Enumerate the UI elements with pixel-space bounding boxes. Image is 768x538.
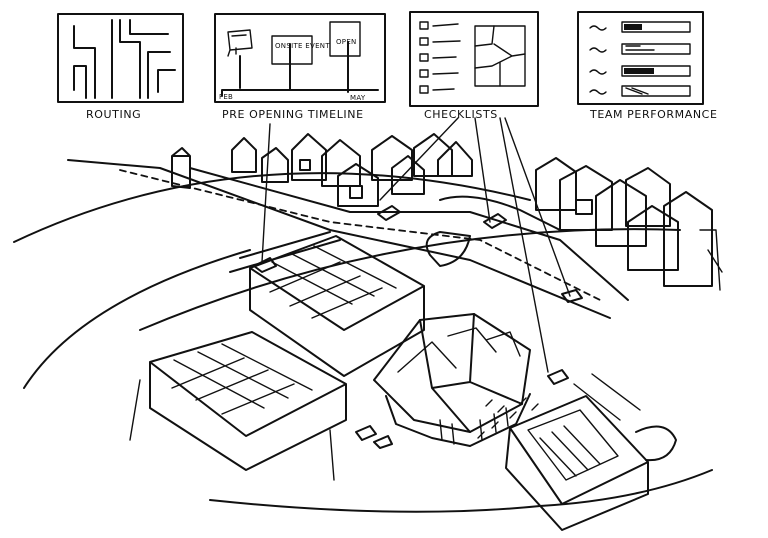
car (373, 435, 393, 449)
label-team-performance: TEAM PERFORMANCE (589, 108, 718, 121)
car (483, 213, 507, 229)
car (355, 425, 377, 441)
parking-lot-upper (249, 235, 425, 377)
checkbox-list (419, 21, 461, 94)
open-text: OPEN (336, 38, 357, 46)
performance-bars (589, 21, 691, 97)
central-building (373, 313, 531, 447)
parking-lot-lower (149, 331, 347, 471)
houses-east (535, 157, 723, 291)
pointer-lines (261, 117, 571, 373)
car (547, 369, 569, 385)
tower (171, 147, 191, 189)
onsite-event-sign (271, 35, 313, 65)
plaza-tables (477, 397, 539, 439)
panel-routing[interactable] (57, 13, 184, 103)
store-right (505, 373, 677, 531)
timeline-frame (214, 13, 386, 103)
timeline-baseline (221, 89, 379, 97)
open-sign (329, 21, 361, 57)
car (253, 257, 277, 273)
checklists-frame (409, 11, 539, 107)
routing-paths (73, 19, 176, 99)
truck-icon (227, 29, 253, 57)
routing-frame (57, 13, 184, 103)
team-frame (577, 11, 704, 105)
road-centerline (119, 169, 601, 301)
panel-checklists[interactable] (409, 11, 539, 107)
car (377, 205, 401, 221)
may-text: MAY (350, 94, 366, 102)
label-checklists: CHECKLISTS (424, 108, 498, 121)
houses-north (171, 133, 473, 207)
cars (253, 205, 583, 449)
label-timeline: PRE OPENING TIMELINE (222, 108, 364, 121)
label-routing: ROUTING (86, 108, 141, 121)
main-road (67, 159, 611, 319)
panel-team-performance[interactable] (577, 11, 704, 105)
timeline-posts (239, 41, 349, 93)
site-boundaries (23, 249, 713, 513)
cul-de-sac (425, 231, 471, 267)
panel-timeline[interactable]: ONSITE EVENT OPEN FEB MAY (214, 13, 386, 103)
onsite-event-text: ONSITE EVENT (275, 42, 330, 50)
car (561, 289, 583, 303)
mini-map-icon (474, 25, 526, 87)
feb-text: FEB (219, 93, 233, 101)
building-roof (373, 313, 531, 433)
side-road (439, 195, 561, 231)
